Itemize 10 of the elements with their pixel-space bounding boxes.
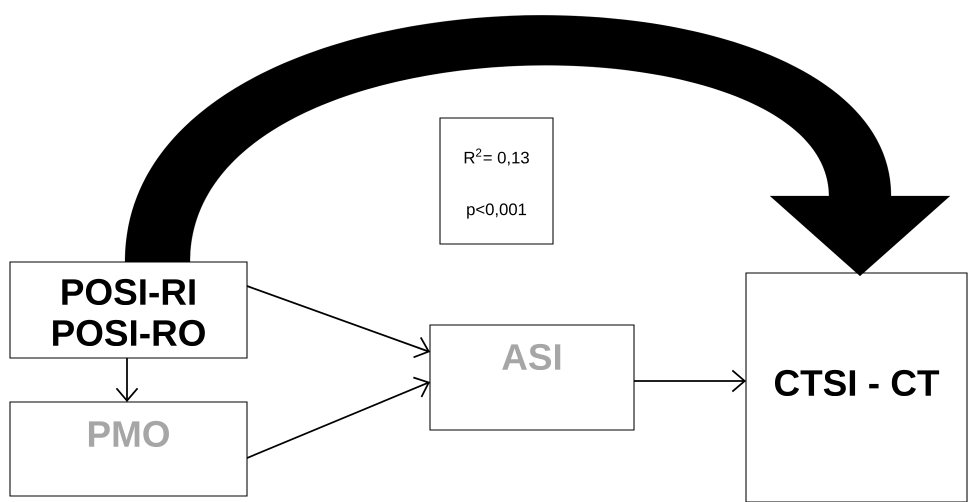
process-box: POSI-RI POSI-RO bbox=[9, 261, 248, 359]
arrow bbox=[116, 358, 138, 402]
curved-arrow bbox=[124, 16, 950, 276]
statistics-box: R$^{2}$= 0,13 p<0,001 bbox=[439, 117, 554, 245]
arrow bbox=[246, 285, 430, 358]
process-box: CTSI - CT bbox=[745, 272, 968, 502]
process-box: PMO bbox=[9, 401, 248, 497]
arrow bbox=[246, 376, 430, 459]
process-box: ASI bbox=[429, 324, 635, 431]
arrow bbox=[634, 370, 746, 392]
